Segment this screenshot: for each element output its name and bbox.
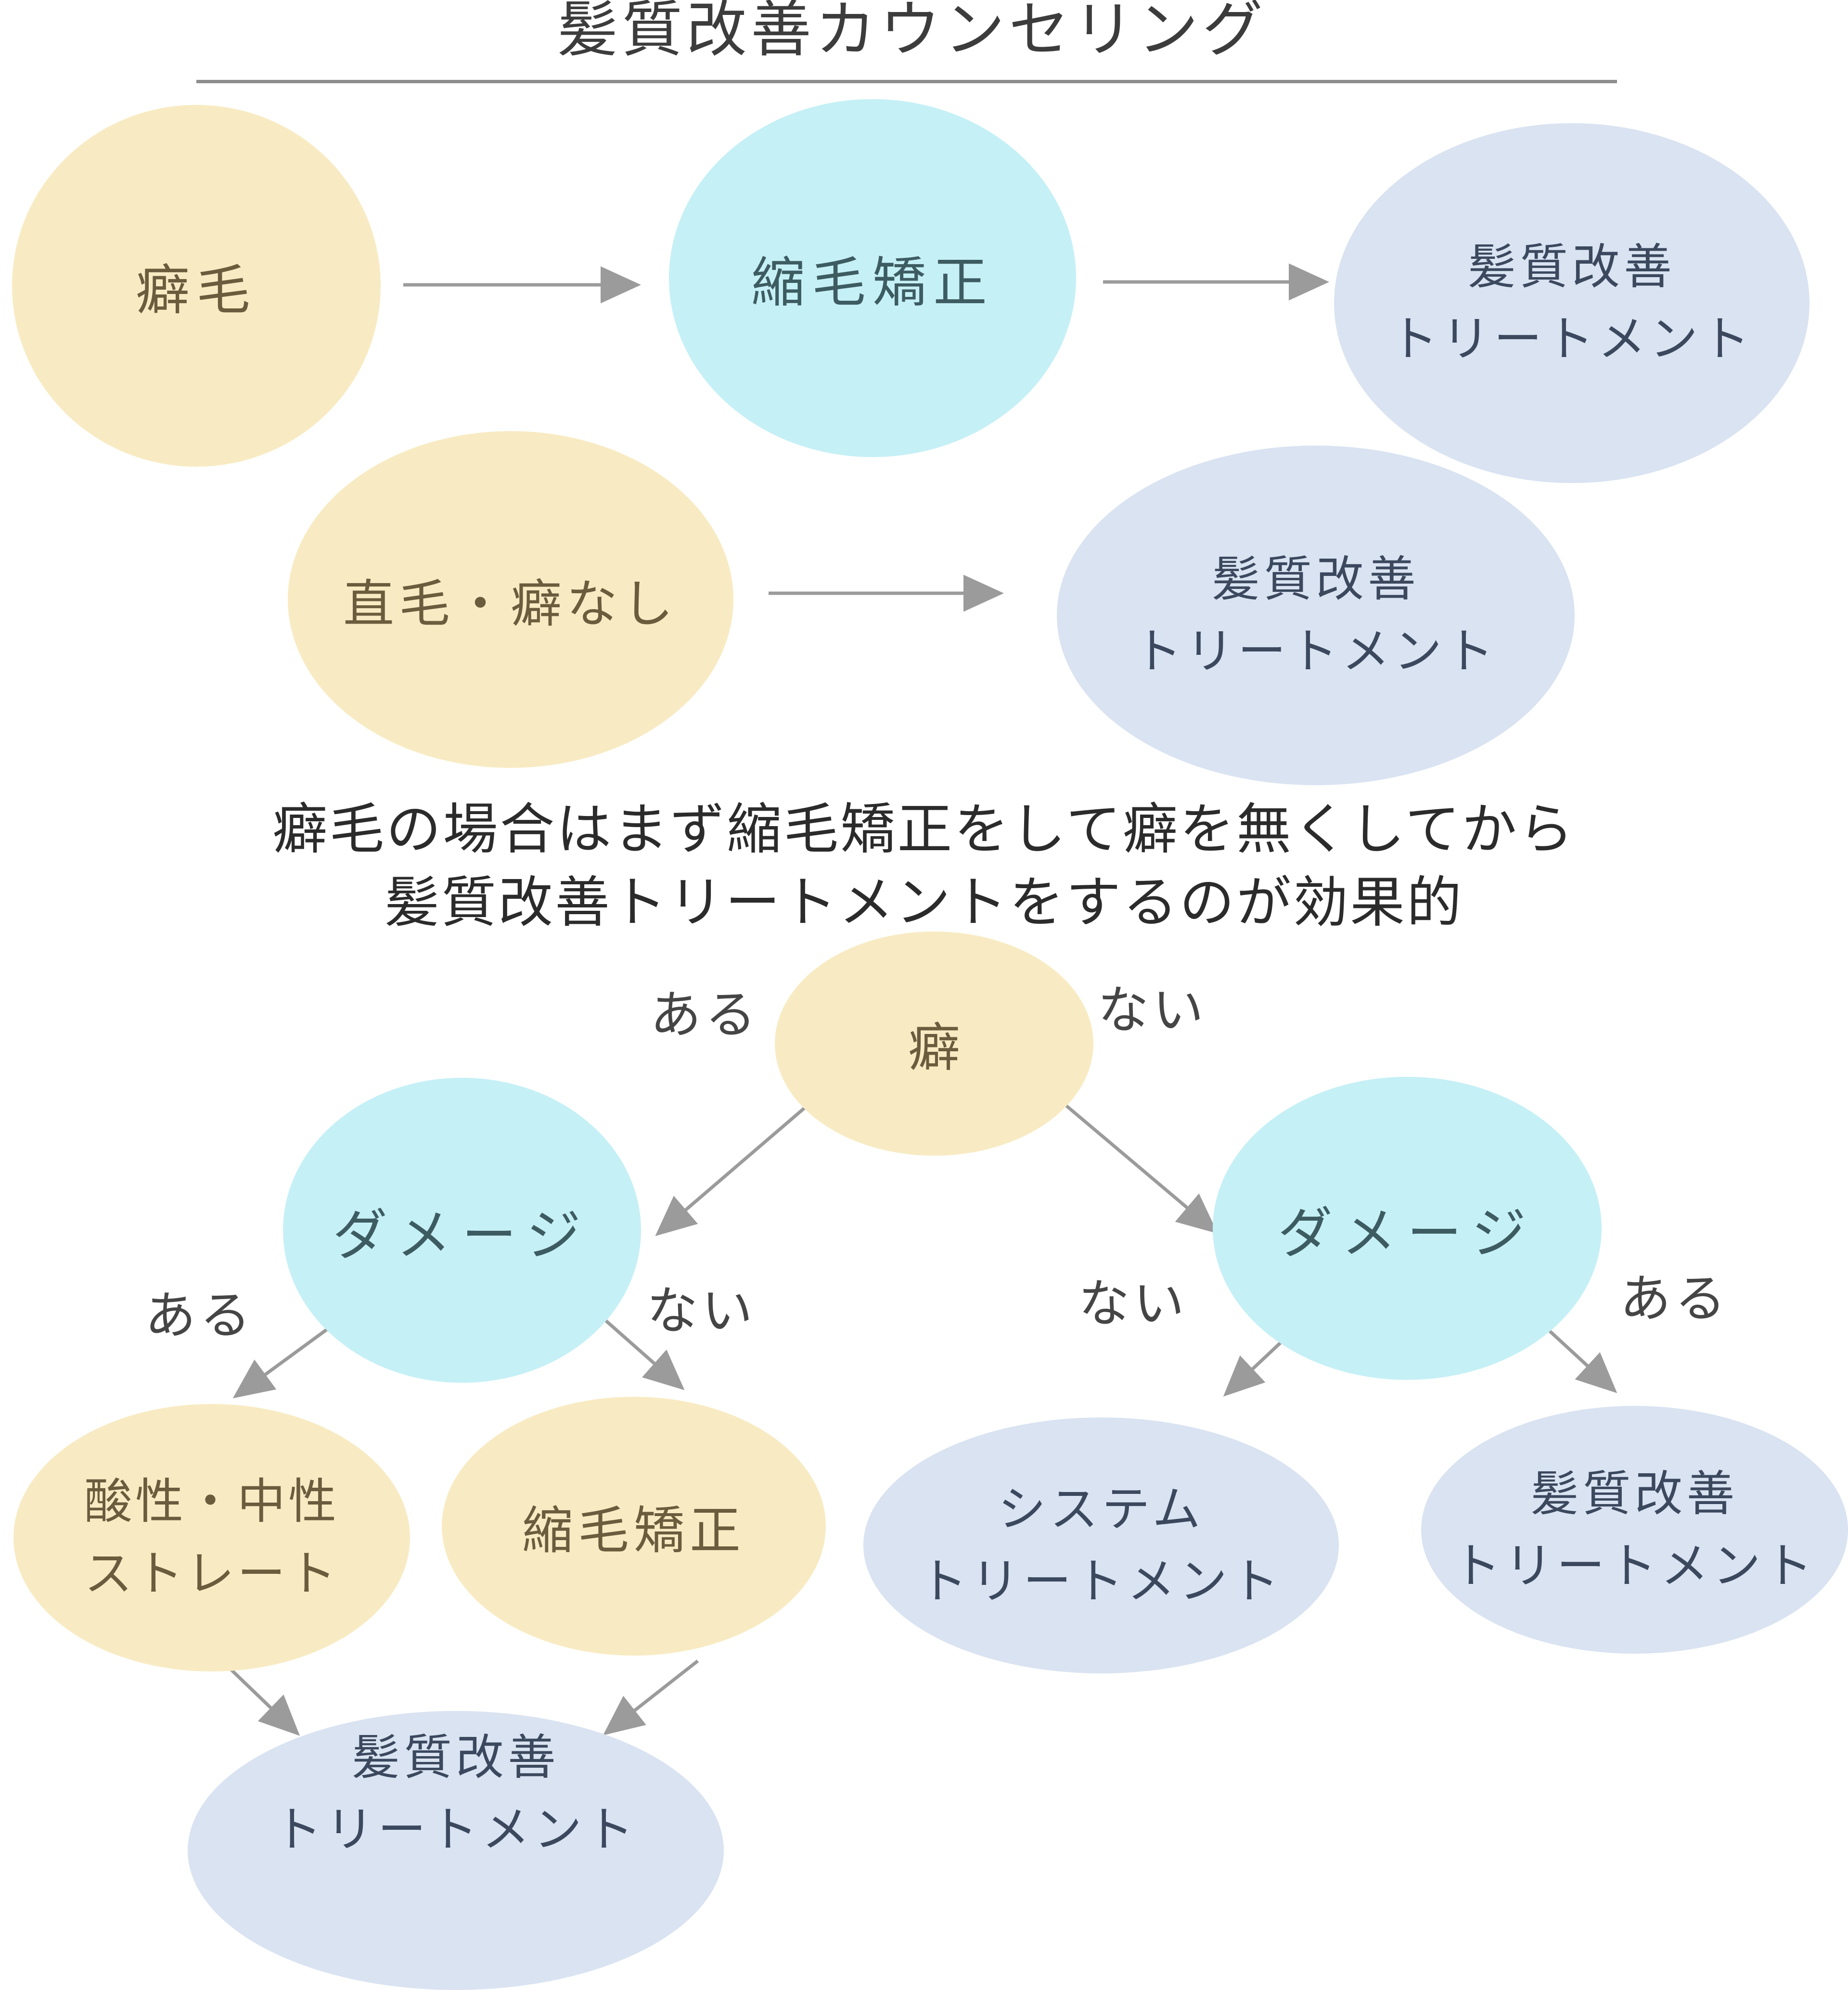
node-chokumo-label: 直毛・癖なし (343, 574, 678, 634)
label-root-aru: ある (650, 985, 760, 1045)
node-treatment-2: 髪質改善 トリートメント (1057, 446, 1575, 785)
node-damage-left: ダメージ (283, 1078, 641, 1383)
label-damage-right-nai: ない (1078, 1274, 1188, 1333)
node-treatment-2-line1: 髪質改善 (1212, 551, 1420, 607)
node-treatment-1-line1: 髪質改善 (1468, 239, 1676, 295)
node-damage-right: ダメージ (1213, 1077, 1602, 1380)
node-system-treatment: システム トリートメント (863, 1417, 1339, 1673)
node-acid-neutral-straight: 酸性・中性 ストレート (13, 1404, 410, 1671)
arrow-shukumo-to-final (603, 1659, 699, 1735)
node-system-line1: システム (998, 1481, 1205, 1537)
label-damage-left-aru: ある (145, 1286, 255, 1345)
label-damage-right-aru: ある (1620, 1269, 1730, 1328)
node-chokumo: 直毛・癖なし (288, 431, 733, 768)
node-damage-right-label: ダメージ (1277, 1201, 1537, 1265)
node-kuse-root-label: 癖 (908, 1018, 960, 1078)
note-line1: 癖毛の場合はまず縮毛矯正をして癖を無くしてから (272, 797, 1576, 861)
node-leaf-shukumo-label: 縮毛矯正 (522, 1501, 745, 1560)
node-final-line2: トリートメント (274, 1801, 638, 1858)
node-kuse-root: 癖 (775, 931, 1093, 1156)
label-root-nai: ない (1098, 981, 1207, 1040)
title-divider (196, 80, 1617, 83)
node-acid-line2: ストレート (84, 1545, 339, 1602)
node-final-treatment: 髪質改善 トリートメント (188, 1711, 724, 1990)
node-damage-left-label: ダメージ (332, 1203, 592, 1267)
node-shukumo-kyosei: 縮毛矯正 (669, 99, 1076, 457)
flow-arrows (229, 263, 1617, 1736)
node-leaf-treatment-line2: トリートメント (1452, 1537, 1817, 1594)
node-shukumo-kyosei-label: 縮毛矯正 (751, 252, 994, 314)
node-kusege-label: 癖毛 (136, 259, 257, 322)
node-final-line1: 髪質改善 (352, 1729, 560, 1786)
arrow-root-to-damage-left (655, 1105, 808, 1237)
node-treatment-2-line2: トリートメント (1134, 623, 1498, 679)
page-title: 髪質改善カウンセリング (557, 0, 1267, 65)
arrow-acid-to-final (229, 1667, 300, 1736)
node-system-line2: トリートメント (919, 1553, 1283, 1609)
node-leaf-treatment-line1: 髪質改善 (1530, 1465, 1739, 1522)
note-text: 癖毛の場合はまず縮毛矯正をして癖を無くしてから 髪質改善トリートメントをするのが… (0, 793, 1848, 939)
node-leaf-shukumo-kyosei: 縮毛矯正 (442, 1397, 826, 1656)
node-leaf-treatment: 髪質改善 トリートメント (1421, 1406, 1848, 1654)
node-treatment-1: 髪質改善 トリートメント (1334, 123, 1810, 483)
label-damage-left-nai: ない (647, 1281, 757, 1340)
node-acid-line1: 酸性・中性 (84, 1473, 339, 1530)
node-kusege: 癖毛 (12, 105, 381, 467)
node-treatment-1-line2: トリートメント (1390, 311, 1754, 367)
arrow-root-to-damage-right (1063, 1103, 1218, 1234)
note-line2: 髪質改善トリートメントをするのが効果的 (384, 870, 1463, 934)
